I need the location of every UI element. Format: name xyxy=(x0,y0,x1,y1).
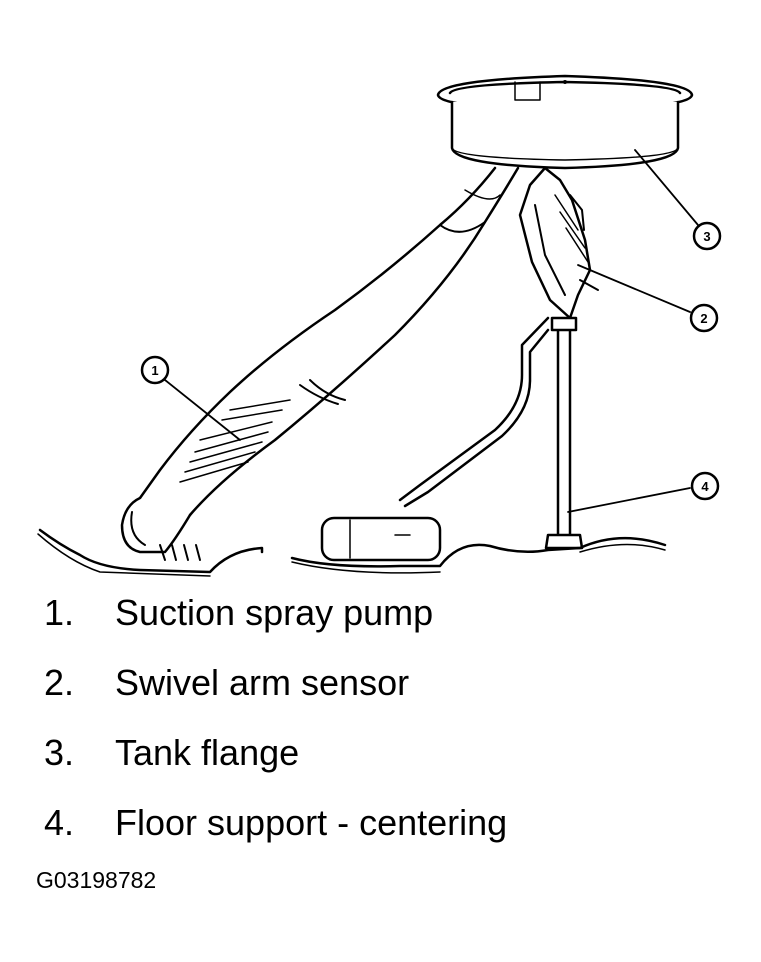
callout-4: 4 xyxy=(690,471,720,501)
legend-number: 4. xyxy=(44,802,75,843)
float xyxy=(320,516,442,562)
callout-2: 2 xyxy=(689,303,719,333)
swivel-arm-sensor xyxy=(398,166,599,508)
legend-number: 2. xyxy=(44,662,75,703)
tank-floor xyxy=(37,528,667,577)
legend-label: Swivel arm sensor xyxy=(115,662,410,703)
pump-tube xyxy=(138,166,520,517)
callout-3-label: 3 xyxy=(703,229,710,244)
callout-1-label: 1 xyxy=(151,363,158,378)
floor-support xyxy=(544,316,584,550)
callout-3: 3 xyxy=(692,221,722,251)
legend-label: Tank flange xyxy=(115,732,300,773)
callout-4-label: 4 xyxy=(701,479,709,494)
legend-number: 1. xyxy=(44,592,75,633)
legend-number: 3. xyxy=(44,732,75,773)
callout-1: 1 xyxy=(140,355,170,385)
tank-flange xyxy=(436,74,694,170)
fuel-pump-assembly-diagram: 1 2 3 4 xyxy=(37,74,722,577)
legend-label: Suction spray pump xyxy=(115,592,434,633)
callout-2-label: 2 xyxy=(700,311,707,326)
pump-base xyxy=(120,496,201,561)
legend-label: Floor support - centering xyxy=(115,802,508,843)
leader-lines xyxy=(164,149,699,513)
figure-id: G03198782 xyxy=(36,867,157,893)
